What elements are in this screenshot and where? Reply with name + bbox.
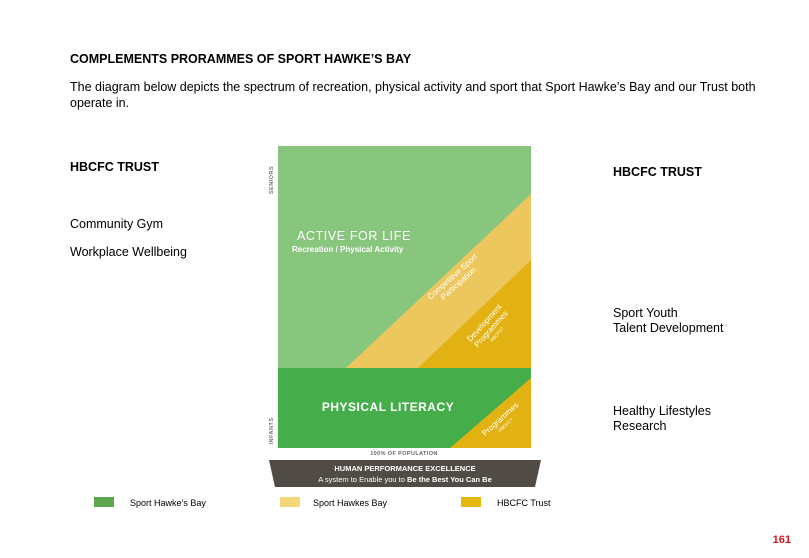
- legend-swatch-sport-hawkes-bay-light: [280, 497, 300, 507]
- sport-spectrum-diagram: SENIORS INFANTS 100% OF POPULATION ACTIV…: [269, 146, 541, 487]
- right-item-healthy-lifestyles: Healthy Lifestyles Research: [613, 404, 711, 434]
- right-item-sport-youth-line1: Sport Youth: [613, 306, 678, 320]
- right-item-healthy-lifestyles-line1: Healthy Lifestyles: [613, 404, 711, 418]
- programmes-region: [450, 378, 531, 448]
- intro-paragraph: The diagram below depicts the spectrum o…: [70, 80, 756, 110]
- legend-label-sport-hawkes-bay: Sport Hawke’s Bay: [130, 498, 206, 508]
- left-item-community-gym: Community Gym: [70, 217, 164, 231]
- right-column-title: HBCFC TRUST: [613, 165, 702, 179]
- left-column-title: HBCFC TRUST: [70, 160, 159, 174]
- banner-subtitle: A system to Enable you to Be the Best Yo…: [318, 475, 492, 484]
- axis-seniors-label: SENIORS: [269, 166, 275, 194]
- axis-population-label: 100% OF POPULATION: [370, 451, 438, 457]
- banner-subtitle-prefix: A system to Enable you to: [318, 475, 407, 484]
- page-heading: COMPLEMENTS PRORAMMES OF SPORT HAWKE’S B…: [70, 52, 412, 66]
- legend-label-sport-hawkes-bay-light: Sport Hawkes Bay: [313, 498, 388, 508]
- development-programmes-region: [418, 260, 531, 368]
- banner-subtitle-bold: Be the Best You Can Be: [407, 475, 492, 484]
- right-item-sport-youth-line2: Talent Development: [613, 321, 724, 335]
- legend-swatch-hbcfc-trust: [461, 497, 481, 507]
- legend-swatch-sport-hawkes-bay: [94, 497, 114, 507]
- right-item-sport-youth: Sport Youth Talent Development: [613, 306, 723, 336]
- active-for-life-subtitle: Recreation / Physical Activity: [292, 245, 404, 254]
- active-for-life-title: ACTIVE FOR LIFE: [297, 229, 411, 243]
- physical-literacy-title: PHYSICAL LITERACY: [322, 400, 454, 414]
- page-number: 161: [772, 534, 791, 546]
- axis-infants-label: INFANTS: [269, 417, 275, 444]
- left-item-workplace-wellbeing: Workplace Wellbeing: [70, 245, 187, 259]
- banner-title: HUMAN PERFORMANCE EXCELLENCE: [334, 464, 475, 473]
- legend-label-hbcfc-trust: HBCFC Trust: [497, 498, 551, 508]
- right-item-healthy-lifestyles-line2: Research: [613, 419, 667, 433]
- human-performance-banner: [269, 460, 541, 487]
